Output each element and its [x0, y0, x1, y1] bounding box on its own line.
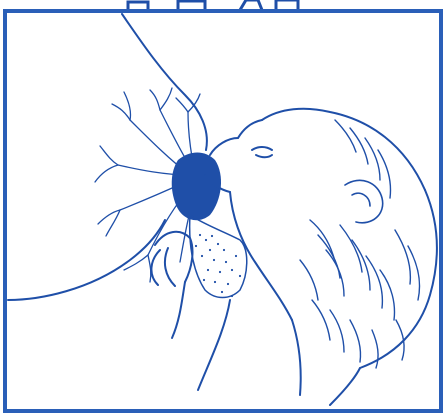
- areola: [172, 153, 247, 298]
- baby-head: [198, 109, 437, 405]
- top-header-remnant: [0, 0, 446, 10]
- baby-hand: [151, 232, 192, 338]
- stipple-area: [195, 234, 241, 297]
- baby-ear: [345, 180, 383, 222]
- frame-border: [5, 11, 441, 411]
- breast-outline: [8, 14, 207, 300]
- baby-hair: [300, 120, 420, 368]
